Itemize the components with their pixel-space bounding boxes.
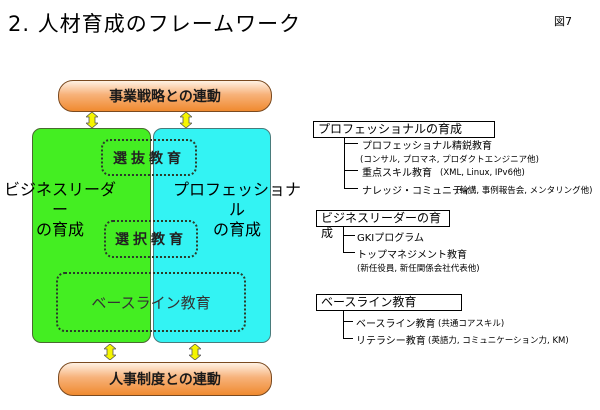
outline-item: ナレッジ・コミュニティ (362, 186, 472, 197)
professional-label: プロフェッショナル の育成 (172, 180, 302, 240)
tree-line (344, 143, 358, 144)
business-leader-label-line2: の育成 (35, 220, 84, 239)
tree-line (343, 252, 355, 253)
outline-item: 重点スキル教育 (362, 168, 432, 179)
outline-item-sub: (輪講, 事例報告会, メンタリング他) (456, 186, 593, 196)
outline-item: GKIプログラム (357, 233, 424, 244)
business-leader-label-line1: ビジネスリーダー (3, 180, 116, 219)
double-arrow-icon (104, 344, 116, 360)
double-arrow-icon (189, 344, 201, 360)
business-strategy-link: 事業戦略との連動 (58, 80, 272, 112)
outline-item: プロフェッショナル精鋭教育 (362, 141, 492, 152)
tree-line (344, 170, 358, 171)
outline-item-sub: (英語力, コミュニケーション力, KM) (428, 336, 569, 346)
business-leader-column (32, 128, 151, 343)
professional-label-line1: プロフェッショナル (172, 180, 301, 219)
outline-item: トップマネジメント教育 (357, 250, 467, 261)
outline-item-sub: (共通コアスキル) (438, 319, 505, 329)
business-leader-label: ビジネスリーダー の育成 (0, 180, 120, 240)
outline-item-sub: (新任役員, 新任関係会社代表他) (357, 264, 480, 274)
tree-line (343, 235, 355, 236)
outline-item: リテラシー教育 (356, 336, 426, 347)
tree-line (344, 137, 345, 189)
tree-line (343, 226, 344, 252)
professional-label-line2: の育成 (212, 220, 261, 239)
selective-education-region: 選抜教育 (101, 139, 197, 176)
tree-line (343, 338, 353, 339)
outline-heading-professional: プロフェッショナルの育成 (313, 121, 495, 138)
professional-column (153, 128, 271, 343)
outline-item-sub: (XML, Linux, IPv6他) (440, 168, 525, 178)
double-arrow-icon (180, 112, 192, 128)
outline-item: ベースライン教育 (356, 319, 436, 330)
outline-item-sub: (コンサル, プロマネ, プロダクトエンジニア他) (360, 155, 539, 165)
page-title: 2. 人材育成のフレームワーク (8, 12, 302, 36)
baseline-education-region: ベースライン教育 (56, 272, 246, 332)
tree-line (344, 188, 358, 189)
tree-line (343, 310, 344, 338)
chosen-education-region: 選択教育 (104, 220, 198, 258)
figure-number: 図7 (554, 15, 572, 28)
outline-heading-baseline: ベースライン教育 (316, 294, 462, 311)
outline-heading-business-leader: ビジネスリーダーの育成 (316, 210, 450, 240)
tree-line (343, 321, 353, 322)
double-arrow-icon (86, 112, 98, 128)
hr-system-link: 人事制度との連動 (58, 362, 272, 396)
